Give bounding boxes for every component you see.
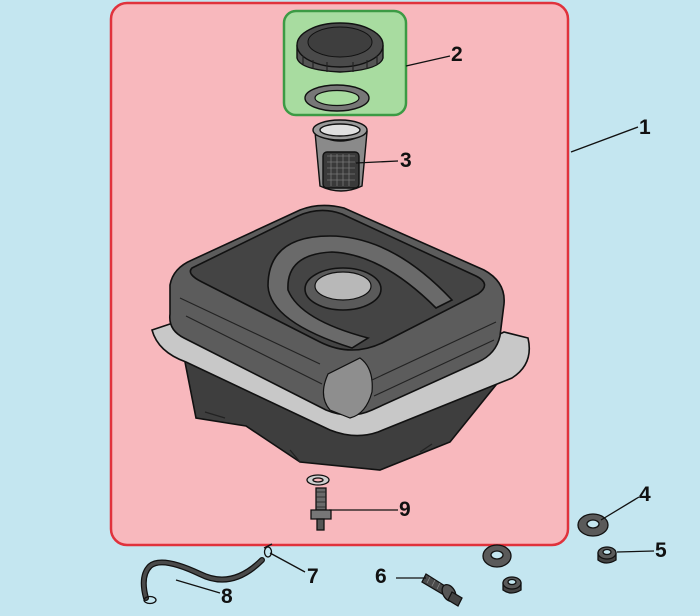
callout-5: 5 <box>655 539 667 562</box>
callout-7: 7 <box>307 565 319 588</box>
callout-3: 3 <box>400 149 412 172</box>
hex-nut <box>597 546 617 564</box>
callout-8: 8 <box>221 585 233 608</box>
callout-6: 6 <box>375 565 387 588</box>
cap-gasket <box>304 84 370 112</box>
fuel-cap <box>296 22 384 73</box>
fuel-strainer <box>312 119 368 192</box>
hex-nut-2 <box>502 576 522 594</box>
callout-4: 4 <box>639 483 651 506</box>
callout-9: 9 <box>399 498 411 521</box>
callout-1: 1 <box>639 116 651 139</box>
fuel-hose <box>140 557 265 601</box>
flat-washer <box>577 513 609 537</box>
callout-2: 2 <box>451 43 463 66</box>
leader-lines <box>175 55 655 594</box>
drain-bolt <box>306 474 332 531</box>
hose-clamp <box>143 543 273 605</box>
fuel-tank <box>151 204 531 471</box>
flange-bolt <box>421 573 463 607</box>
flat-washer-2 <box>482 544 512 568</box>
